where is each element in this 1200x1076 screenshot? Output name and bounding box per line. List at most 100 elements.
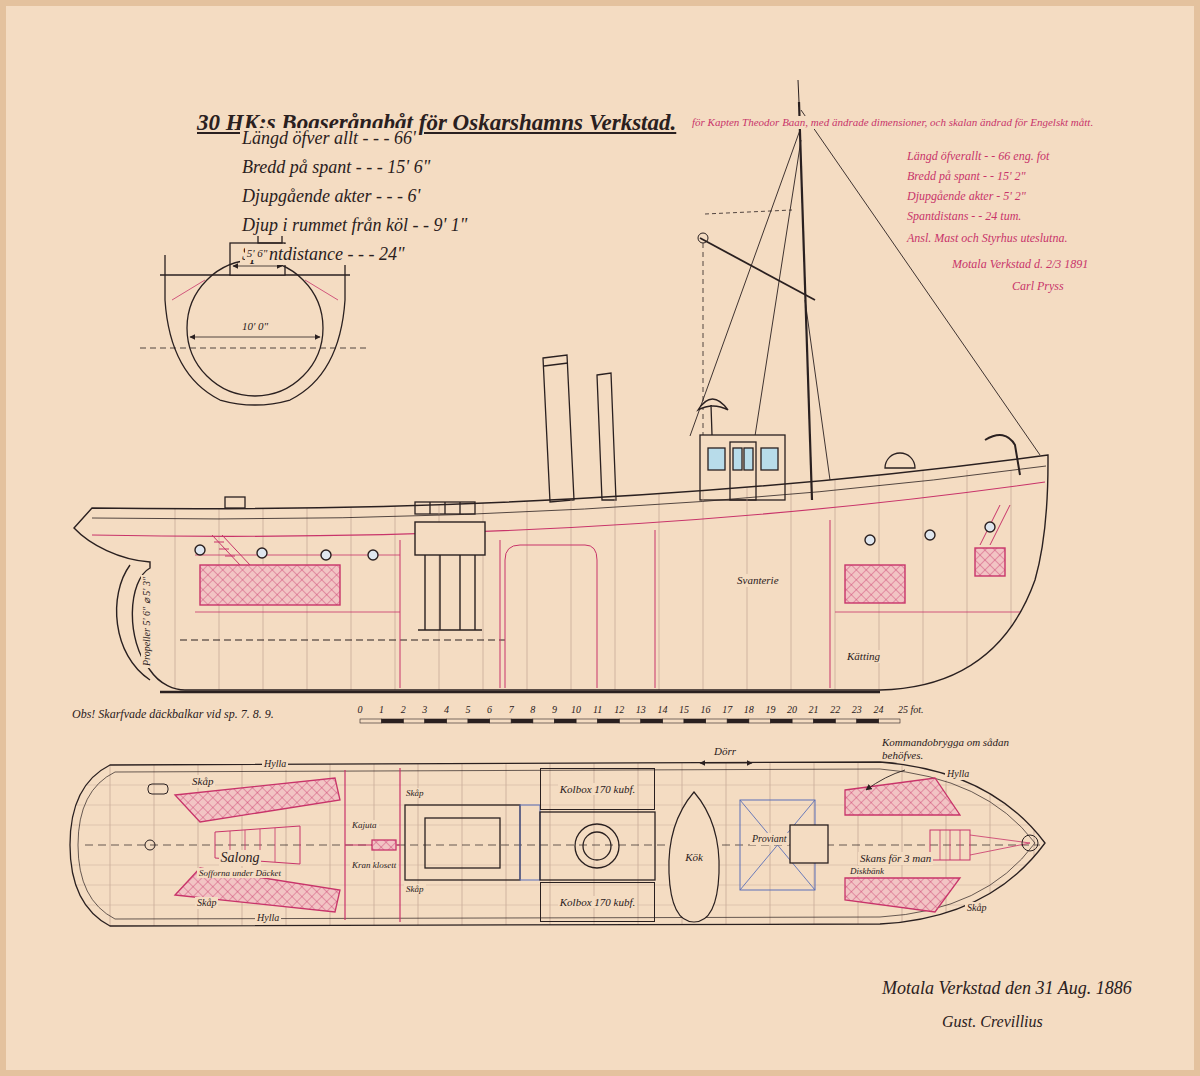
scale-number: 5 (464, 704, 473, 716)
porthole (925, 530, 935, 540)
bollard (148, 784, 168, 794)
part-label: Propeller 5' 6" ⌀ 5' 3" (141, 575, 153, 668)
part-label: Skåp (190, 775, 215, 788)
frame-line (703, 470, 704, 695)
scale-segment (684, 719, 706, 723)
mast-pin (798, 80, 799, 102)
settee (175, 868, 340, 912)
block (698, 233, 708, 243)
scale-number: 8 (528, 704, 537, 716)
funnel (597, 373, 616, 500)
dimension-line (700, 763, 752, 764)
plan-bulwark (78, 769, 1035, 919)
specification-line: Längd öfver allt - - - 66' (240, 128, 418, 149)
signature: Gust. Crevillius (940, 1013, 1045, 1031)
dimension-text: 5' 6" (245, 247, 270, 260)
section-boiler (187, 260, 323, 396)
scale-number: 7 (507, 704, 516, 716)
shroud (805, 300, 830, 480)
part-label: Kran klosett (350, 860, 398, 870)
superstructure (225, 355, 1020, 514)
companion-ladder (980, 505, 1010, 545)
keel (160, 691, 880, 694)
cabin-bulkheads (345, 768, 400, 922)
boiler (505, 545, 597, 688)
scale-segment (446, 719, 468, 723)
part-label: Hylla (255, 912, 281, 924)
locker (372, 840, 396, 850)
frame-line (527, 470, 528, 695)
part-label: Sofforna under Däcket (197, 868, 283, 878)
window (744, 448, 753, 470)
frame-line (967, 470, 968, 695)
frame-line (550, 755, 551, 935)
scale-number: 0 (356, 704, 365, 716)
part-label: Skans för 3 man (858, 852, 933, 865)
scale-segment (403, 719, 425, 723)
scale-number: 14 (655, 704, 669, 716)
ventilator (698, 399, 728, 435)
halyard (705, 210, 792, 214)
bow-lines (970, 835, 1030, 855)
scale-segment (641, 719, 663, 723)
bow-dome (885, 453, 915, 468)
window (708, 448, 725, 470)
scale-segment (727, 719, 749, 723)
frame-line (659, 470, 660, 695)
frame-line (770, 755, 771, 935)
stern-fitting (145, 840, 155, 850)
coal-bunker: Kolbox 170 kubf. (540, 768, 655, 810)
scale-bar (360, 719, 900, 723)
profile-hull (74, 455, 1048, 695)
dimension-line (190, 337, 320, 338)
scale-number: 12 (612, 704, 626, 716)
revision-note: Längd öfverallt - - 66 eng. fot (905, 150, 1051, 164)
scale-segment (576, 719, 598, 723)
porthole (865, 535, 875, 545)
part-label: Hylla (945, 768, 971, 780)
scale-number: 10 (569, 704, 583, 716)
scale-number: 2 (399, 704, 408, 716)
plan-hull (70, 762, 1045, 926)
cabin-fitting (975, 548, 1005, 576)
scale-number: 3 (420, 704, 429, 716)
scale-number: 6 (485, 704, 494, 716)
revision-note: Motala Verkstad d. 2/3 1891 (950, 258, 1090, 272)
shroud (690, 130, 800, 436)
scale-number: 9 (550, 704, 559, 716)
scale-number: 16 (699, 704, 713, 716)
porthole (321, 550, 331, 560)
rail (92, 466, 1046, 519)
scale-segment (770, 719, 792, 723)
part-label: Svanterie (735, 574, 781, 587)
galley-boat: Kök (665, 790, 723, 924)
scale-segment (382, 719, 404, 723)
part-label: Dörr (712, 745, 738, 758)
dimension-line (233, 266, 282, 267)
shroud (755, 140, 801, 436)
scale-segment (706, 719, 728, 723)
scale-segment (792, 719, 814, 723)
porthole (257, 548, 267, 558)
compartment-label: Kolbox 170 kubf. (558, 896, 637, 909)
deck-plank (60, 865, 1050, 866)
part-label: Skåp (404, 788, 426, 798)
scale-segment (619, 719, 641, 723)
frame-line (351, 470, 352, 695)
specification-line: Djup i rummet från köl - - 9' 1" (240, 215, 469, 236)
part-label: Kommandobrygga om sådan behöfves. (880, 736, 1024, 761)
revision-note: Djupgående akter - 5' 2" (905, 190, 1028, 204)
deck-line (92, 482, 1045, 536)
signature: Motala Verkstad den 31 Aug. 1886 (880, 978, 1134, 999)
scale-segment (878, 719, 900, 723)
scale-number: 19 (763, 704, 777, 716)
section-hull (165, 255, 345, 405)
compartment-label: Kök (683, 851, 705, 864)
scale-segment (490, 719, 512, 723)
window (733, 448, 742, 470)
paper-edge (3, 3, 1197, 1073)
scale-number: 17 (720, 704, 734, 716)
scale-number: 20 (785, 704, 799, 716)
frame-line (615, 470, 616, 695)
